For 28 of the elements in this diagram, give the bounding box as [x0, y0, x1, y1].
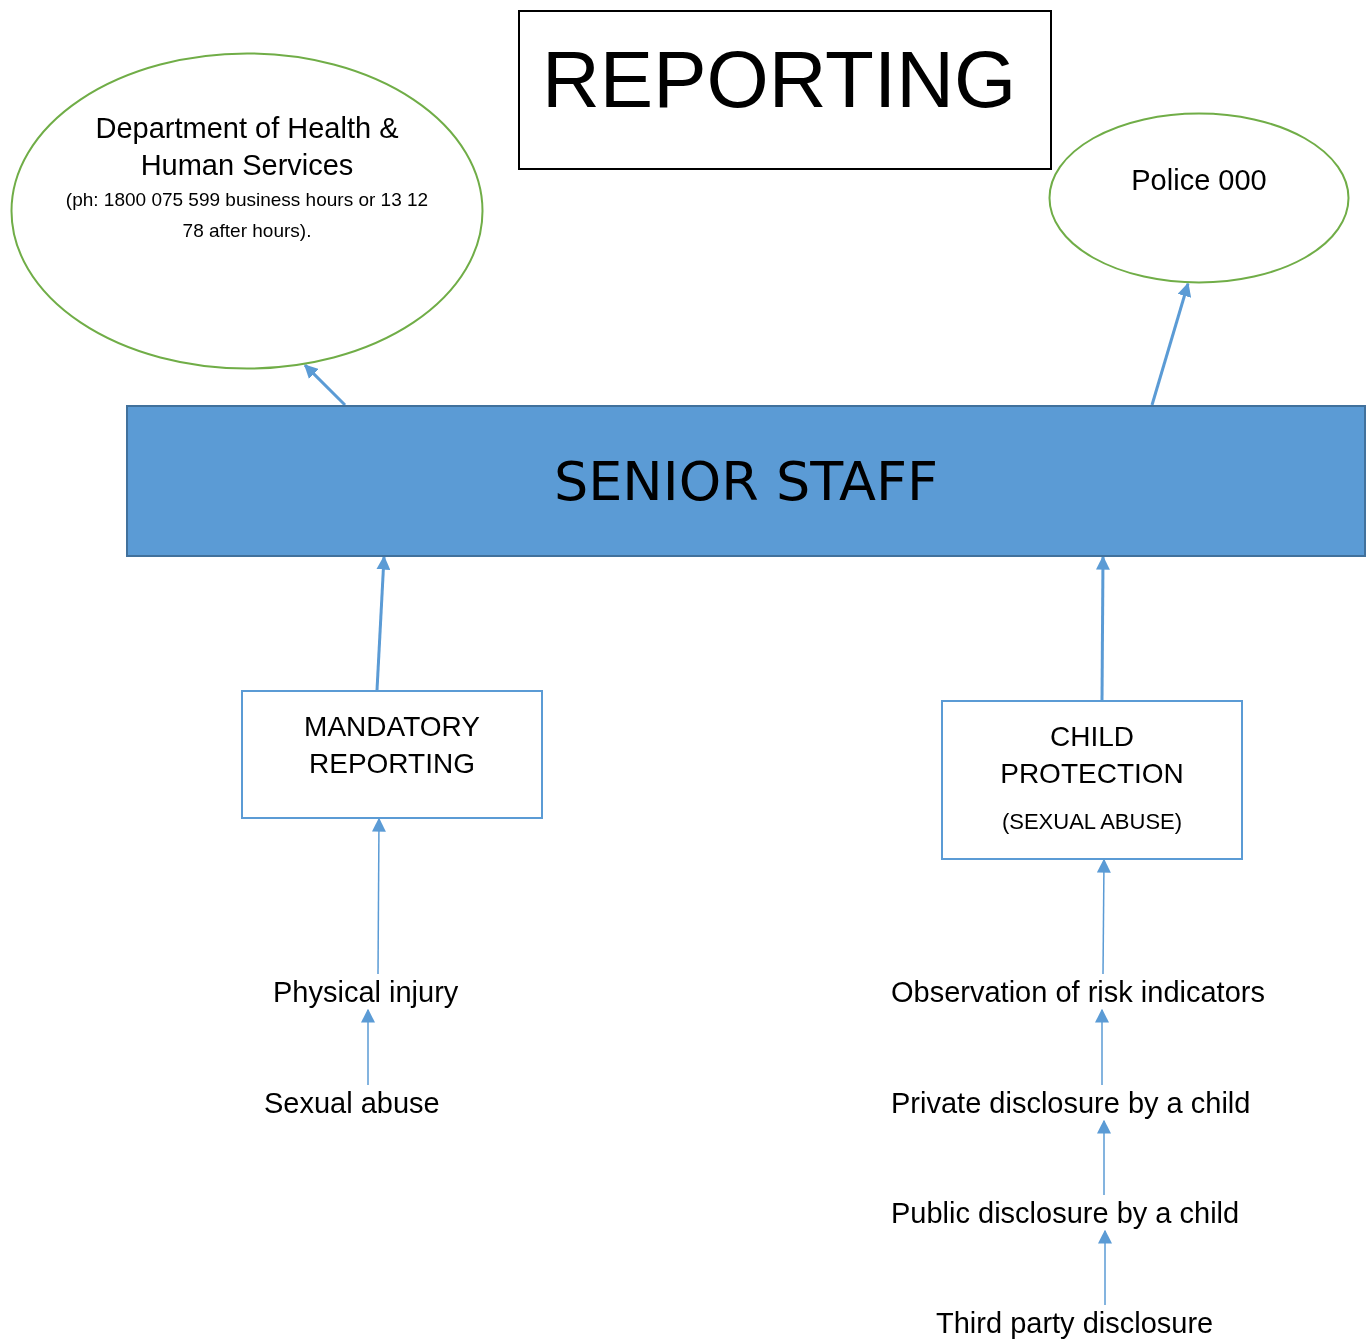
arrow [375, 555, 391, 691]
contact-note: (ph: 1800 075 599 business hours or 13 12 78 after hours). [64, 188, 430, 243]
title-text: REPORTING [541, 34, 1018, 120]
node-label: SENIOR STAFF [553, 449, 938, 513]
node-label: Department of Health & Human Services [94, 111, 400, 183]
title-box [518, 10, 1052, 170]
arrow [361, 1008, 375, 1086]
note-text: (SEXUAL ABUSE) [1000, 808, 1184, 836]
node-label: MANDATORY REPORTING [303, 710, 481, 781]
arrow [1097, 1119, 1111, 1196]
arrow [1150, 282, 1192, 406]
arrow [371, 817, 386, 975]
arrow [1096, 858, 1111, 975]
node-label: Police 000 [1130, 163, 1268, 198]
arrow [1098, 1229, 1112, 1306]
arrow [1095, 1008, 1109, 1086]
step-label: Observation of risk indicators [891, 974, 1265, 1010]
step-label: Private disclosure by a child [891, 1085, 1251, 1121]
banner-box [126, 405, 1366, 557]
process-box [241, 690, 543, 819]
step-label: Public disclosure by a child [891, 1195, 1240, 1231]
step-label: Sexual abuse [264, 1085, 440, 1121]
step-label: Physical injury [273, 974, 459, 1010]
process-box [941, 700, 1243, 860]
node-label: CHILD PROTECTION [999, 720, 1185, 791]
step-label: Third party disclosure [936, 1305, 1214, 1340]
arrow [303, 364, 347, 407]
arrow [1095, 555, 1110, 700]
